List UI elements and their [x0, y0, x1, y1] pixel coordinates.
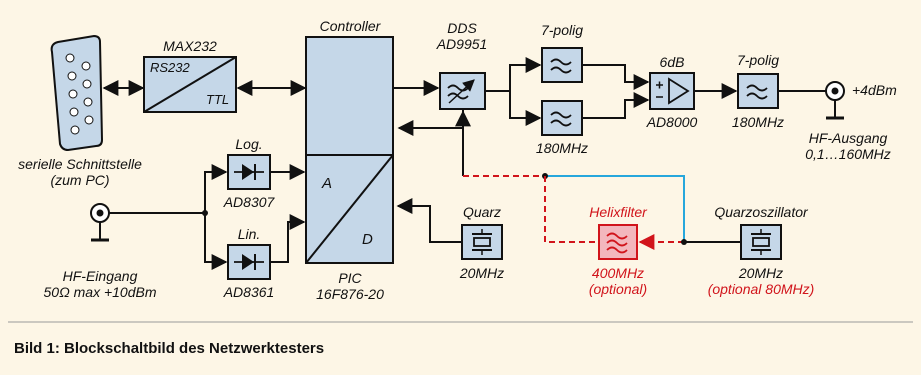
- controller-block: [305, 36, 394, 264]
- output-filter-block: [737, 73, 779, 109]
- figure-caption: Bild 1: Blockschaltbild des Netzwerktest…: [14, 340, 325, 357]
- ttl-label: TTL: [206, 92, 230, 107]
- att-label: 6dB: [659, 54, 685, 70]
- quarz-controller-link: [396, 198, 462, 243]
- output-level-label: +4dBm: [852, 82, 897, 98]
- filter2-block: [541, 100, 583, 136]
- helix-optional-label: (optional): [588, 281, 648, 297]
- filter2-amp-link: [582, 92, 650, 119]
- max232-label: MAX232: [163, 38, 217, 54]
- dds-filter1-link: [485, 57, 542, 92]
- helix-label: Helixfilter: [589, 204, 647, 220]
- filter1-amp-link: [582, 64, 650, 90]
- quarz-label: Quarz: [462, 204, 502, 220]
- dds-label: DDS: [447, 20, 477, 36]
- dds-block: [439, 72, 486, 110]
- adc-d-label: D: [362, 231, 373, 248]
- pic-label: PIC: [338, 270, 362, 286]
- lin-label: Lin.: [237, 226, 261, 242]
- pic-chip-label: 16F876-20: [316, 286, 384, 302]
- controller-label: Controller: [319, 18, 381, 34]
- filter2-freq-label: 180MHz: [535, 140, 589, 156]
- rs232-label: RS232: [150, 60, 190, 75]
- log-label: Log.: [235, 136, 263, 152]
- input-connector-icon: [90, 203, 110, 242]
- input-title-label: HF-Eingang: [62, 268, 138, 284]
- input-spec-label: 50Ω max +10dBm: [43, 284, 157, 300]
- oscillator-block: [740, 224, 782, 260]
- input-lin-link: [204, 213, 228, 270]
- dds-controller-link: [397, 110, 464, 136]
- filter1-block: [541, 47, 583, 83]
- max232-block: [143, 56, 237, 113]
- lin-chip-label: AD8361: [223, 284, 275, 300]
- oscillator-direct-link: [545, 175, 685, 242]
- lin-detector-block: [227, 244, 271, 280]
- serial-label: serielle Schnittstelle: [18, 156, 142, 172]
- amp-chip-label: AD8000: [646, 114, 698, 130]
- filter1-label: 7-polig: [540, 22, 584, 38]
- dds-chip-label: AD9951: [436, 36, 488, 52]
- quarz-block: [461, 224, 503, 260]
- oscillator-optional-label: (optional 80MHz): [707, 281, 815, 297]
- helix-output-dashed: [544, 176, 597, 243]
- helix-freq-label: 400MHz: [591, 265, 645, 281]
- output-range-label: 0,1…160MHz: [805, 146, 891, 162]
- output-connector-icon: [825, 81, 845, 120]
- input-log-link: [204, 164, 228, 213]
- serial-sub-label: (zum PC): [50, 172, 110, 188]
- output-filter-label: 7-polig: [736, 52, 780, 68]
- adc-a-label: A: [322, 175, 333, 192]
- output-title-label: HF-Ausgang: [808, 130, 888, 146]
- serial-connector-icon: [50, 34, 104, 152]
- dds-filter2-link: [509, 91, 542, 126]
- log-detector-block: [227, 154, 271, 190]
- log-chip-label: AD8307: [223, 194, 275, 210]
- oscillator-freq-label: 20MHz: [738, 265, 784, 281]
- lin-adc-link: [270, 214, 306, 263]
- oscillator-label: Quarzoszillator: [714, 204, 808, 220]
- quarz-freq-label: 20MHz: [459, 265, 505, 281]
- amplifier-block: [649, 72, 695, 110]
- output-filter-freq: 180MHz: [731, 114, 785, 130]
- helix-filter-block: [598, 224, 638, 260]
